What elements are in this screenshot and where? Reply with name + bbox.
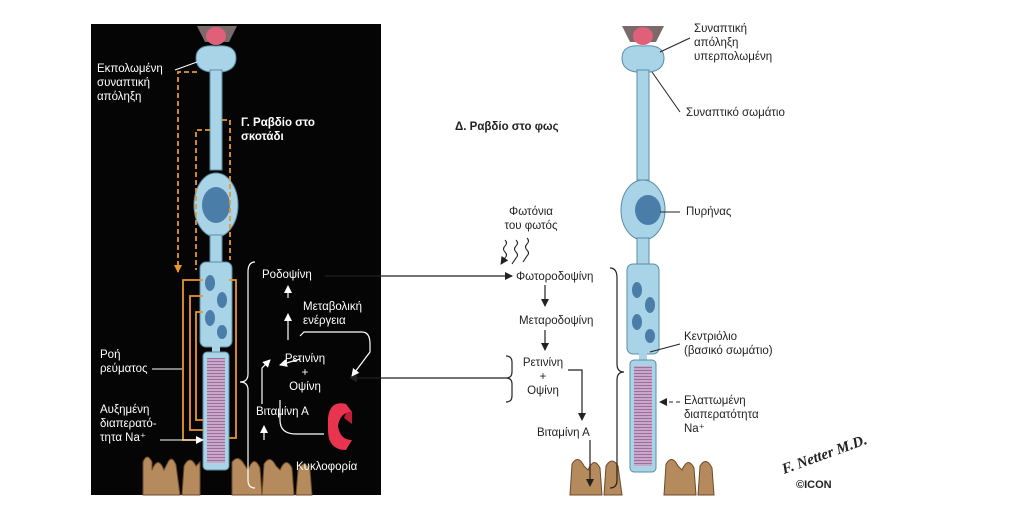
left-label-synaptic: Εκπολωμένη συναπτική απόληξη: [97, 63, 163, 103]
left-label-current: Ροή ρεύματος: [100, 349, 148, 375]
right-pointers: [649, 37, 691, 406]
synaptic-pointer: [174, 61, 198, 71]
left-cycle-arrows: [260, 285, 371, 440]
left-brace: [239, 261, 256, 489]
right-brace: [609, 267, 625, 489]
left-label-rhodopsin: Ροδοψίνη: [262, 269, 312, 281]
left-label-permeability: Αυξημένη διαπερατό- τητα Na⁺: [100, 404, 157, 444]
icon-logo: ©ICON: [796, 479, 832, 491]
right-label-vitamin: Βιταμίνη Α: [537, 427, 590, 439]
left-panel-title: Γ. Ραβδίο στο σκοτάδι: [241, 117, 315, 143]
right-label-synaptic-body: Συναπτικό σωμάτιο: [686, 107, 785, 119]
retinene-brace: [505, 355, 513, 403]
dashed-flow: [174, 71, 231, 273]
right-label-centriole: Κεντριόλιο (βασικό σωμάτιο): [684, 331, 773, 357]
right-rod-cell: [620, 26, 666, 473]
current-flow-loops: [182, 279, 237, 441]
left-label-retinene: Ρετινίνη + Οψίνη: [284, 353, 326, 393]
right-label-permeability: Ελαττωμένη διαπερατότητα Na⁺: [684, 395, 759, 435]
right-label-retinene: Ρετινίνη + Οψίνη: [522, 357, 564, 397]
right-cycle-arrows: [541, 285, 594, 487]
left-label-circulation: Κυκλοφορία: [296, 461, 358, 473]
photon-icon: [500, 237, 530, 265]
left-label-metabolic: Μεταβολική ενέργεια: [303, 301, 362, 327]
left-label-vitamin: Βιταμίνη Α: [256, 406, 309, 418]
right-label-photorhodopsin: Φωτοροδοψίνη: [516, 271, 594, 283]
right-label-synaptic: Συναπτική απόληξη υπερπολωμένη: [694, 23, 773, 63]
right-label-metarhodopsin: Μεταροδοψίνη: [519, 315, 594, 327]
blood-vessel: [328, 403, 352, 450]
right-label-nucleus: Πυρήνας: [686, 206, 732, 218]
right-label-photons: Φωτόνια του φωτός: [504, 206, 558, 232]
left-rod-cell: [193, 26, 239, 471]
right-panel-title: Δ. Ραβδίο στο φως: [455, 121, 559, 133]
